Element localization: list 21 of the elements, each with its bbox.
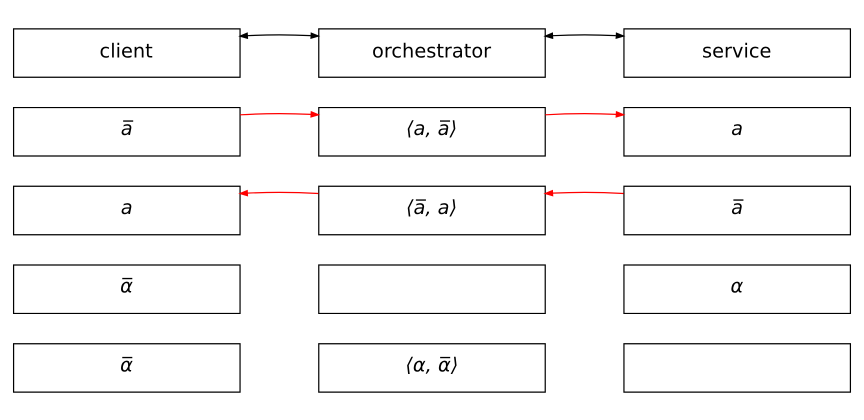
node-box: service	[623, 28, 852, 78]
arrow	[240, 110, 320, 118]
arrow	[238, 189, 318, 196]
node-box: client	[12, 28, 241, 78]
node-box: ⟨a, a̅⟩	[318, 106, 546, 156]
node-box: a̅	[12, 106, 241, 156]
node-box: α̅	[12, 264, 241, 314]
arrow	[238, 32, 320, 39]
node-box: α̅	[12, 342, 241, 392]
node-box	[623, 342, 852, 392]
arrow	[545, 110, 626, 118]
node-box: ⟨α, α̅⟩	[318, 342, 546, 392]
node-box	[318, 264, 546, 314]
node-box: a	[12, 185, 241, 235]
node-box: α	[623, 264, 852, 314]
arrow	[543, 189, 624, 196]
arrow	[543, 32, 626, 39]
node-box: a̅	[623, 185, 852, 235]
node-box: orchestrator	[318, 28, 546, 78]
node-box: a	[623, 106, 852, 156]
node-box: ⟨a̅, a⟩	[318, 185, 546, 235]
